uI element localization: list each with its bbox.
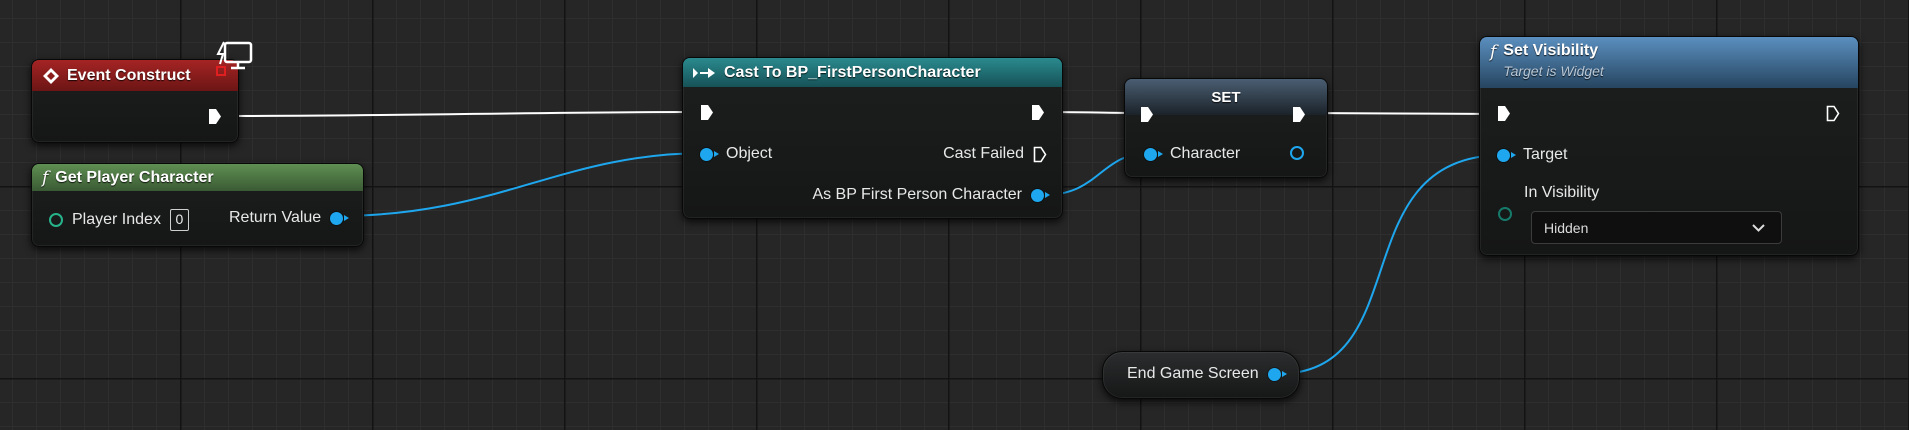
chevron-down-icon [1752,223,1765,232]
set-node[interactable]: SET Character [1124,78,1328,178]
exec-out-pin[interactable] [208,108,222,130]
return-value-output[interactable]: Return Value [229,209,350,227]
in-visibility-label: In Visibility [1524,184,1600,201]
event-construct-title: Event Construct [67,66,191,84]
int-input-pin[interactable] [49,213,63,227]
end-game-screen-node[interactable]: End Game Screen [1102,351,1300,399]
cast-to-title: Cast To BP_FirstPersonCharacter [724,63,981,81]
set-visibility-header[interactable]: f Set Visibility Target is Widget [1480,37,1858,88]
cast-to-header[interactable]: Cast To BP_FirstPersonCharacter [683,58,1062,87]
target-label: Target [1523,146,1568,163]
player-index-input[interactable]: Player Index 0 [49,209,189,231]
function-icon: f [1490,42,1497,62]
client-monitor-icon [213,40,257,81]
object-input-pin[interactable] [700,147,719,161]
exec-wire-set-to-visibility [1305,112,1503,115]
get-player-character-title: Get Player Character [55,168,214,186]
cast-object-input[interactable]: Object [700,145,772,163]
end-game-screen-output-pin[interactable] [1267,367,1287,381]
set-exec-in-pin[interactable] [1140,106,1154,128]
as-character-label: As BP First Person Character [812,186,1022,203]
return-value-label: Return Value [229,209,322,226]
object-output-pin[interactable] [330,211,350,225]
cast-arrow-icon [693,67,715,78]
set-exec-out-pin[interactable] [1292,106,1306,128]
cast-failed-output[interactable]: Cast Failed [943,145,1047,163]
player-index-label: Player Index [72,211,161,228]
in-visibility-label-row: In Visibility [1524,184,1599,202]
set-character-output-pin[interactable] [1290,146,1304,165]
exec-wire-construct-to-cast [221,111,701,117]
as-character-output-pin[interactable] [1031,188,1050,202]
set-character-input[interactable]: Character [1144,145,1240,163]
cast-exec-out-pin[interactable] [1031,104,1045,126]
set-visibility-title: Set Visibility [1503,42,1599,59]
visibility-exec-out-pin[interactable] [1826,105,1840,127]
cast-object-label: Object [726,145,773,162]
set-character-label: Character [1170,145,1241,162]
set-character-input-pin[interactable] [1144,147,1163,161]
player-index-value[interactable]: 0 [169,209,189,231]
cast-exec-in-pin[interactable] [700,104,714,126]
event-construct-header[interactable]: Event Construct [32,60,238,91]
cast-to-node[interactable]: Cast To BP_FirstPersonCharacter Object C… [682,57,1063,219]
target-input[interactable]: Target [1497,146,1567,164]
end-game-screen-label: End Game Screen [1127,365,1259,382]
function-icon: f [42,167,49,188]
set-visibility-node[interactable]: f Set Visibility Target is Widget Target… [1479,36,1859,256]
object-wire-endgame-to-target [1276,154,1505,375]
cast-failed-label: Cast Failed [943,145,1024,162]
get-player-character-node[interactable]: f Get Player Character Player Index 0 Re… [31,163,364,247]
set-visibility-subtitle: Target is Widget [1503,63,1604,79]
in-visibility-pin[interactable] [1498,207,1512,226]
event-diamond-icon [43,67,59,84]
in-visibility-dropdown[interactable]: Hidden [1531,211,1782,244]
visibility-exec-in-pin[interactable] [1497,105,1511,127]
target-input-pin[interactable] [1497,148,1516,162]
set-title: SET [1211,88,1241,106]
end-game-screen-output[interactable]: End Game Screen [1127,365,1287,383]
cast-failed-exec-pin[interactable] [1033,146,1047,163]
event-construct-node[interactable]: Event Construct [31,59,239,143]
as-character-output[interactable]: As BP First Person Character [812,186,1050,204]
get-player-character-header[interactable]: f Get Player Character [32,164,363,191]
object-wire-player-to-cast [335,152,708,217]
in-visibility-value: Hidden [1544,219,1589,236]
